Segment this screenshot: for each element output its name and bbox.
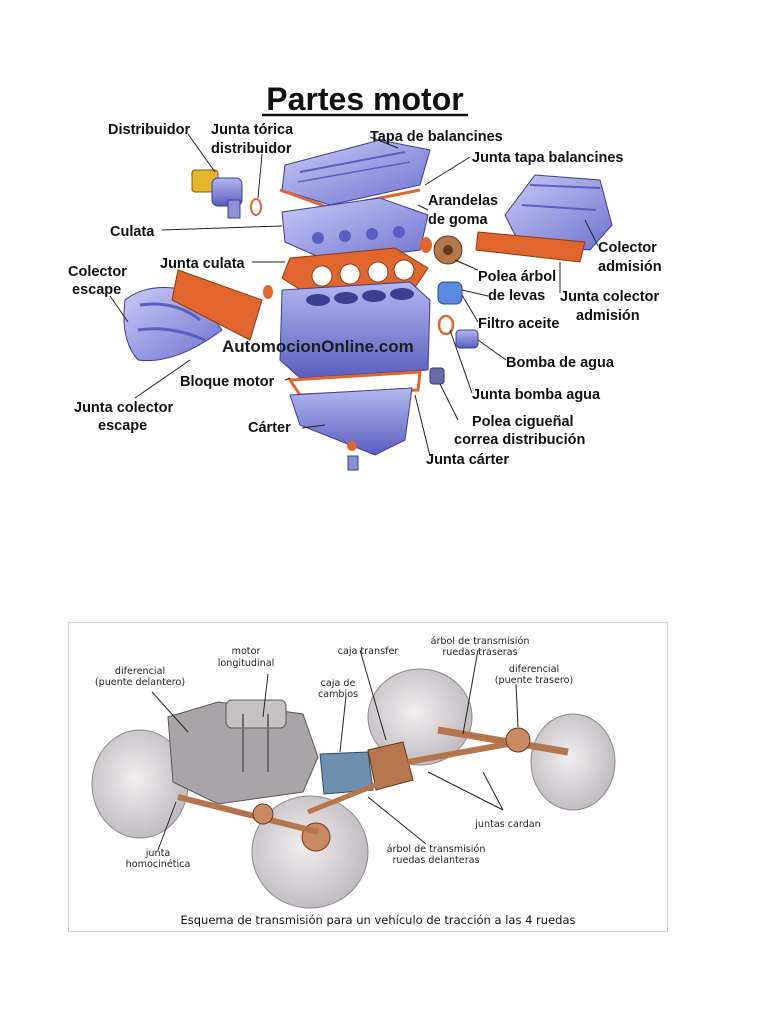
label-colector-escape-line2: escape — [72, 282, 121, 298]
rubber-washer — [263, 285, 273, 299]
label-arbol-delanteras-line2: ruedas delanteras — [392, 855, 479, 866]
label-juntas-cardan: juntas cardan — [474, 819, 541, 830]
label-polea-cigueñal-line1: Polea cigueñal — [472, 414, 574, 430]
label-arbol-traseras-line1: árbol de transmisión — [431, 635, 530, 647]
label-colector-admision-line2: admisión — [598, 259, 662, 275]
label-polea-arbol-line1: Polea árbol — [478, 269, 556, 285]
engine-parts-diagram: Partes motor AutomocionOnline.com — [68, 81, 662, 471]
drain-plug-washer — [347, 441, 357, 451]
label-arbol-traseras-line2: ruedas traseras — [442, 647, 517, 658]
drivetrain-leader-lines — [151, 649, 519, 851]
distributor-part — [191, 169, 243, 219]
label-junta-colector-escape-line1: Junta colector — [74, 400, 173, 416]
label-tapa-balancines: Tapa de balancines — [370, 129, 503, 145]
label-junta-carter: Junta cárter — [426, 452, 509, 468]
label-dif-delantero-line1: diferencial — [115, 666, 165, 677]
rear-left-wheel — [367, 668, 473, 766]
label-arbol-delanteras-line1: árbol de transmisión — [387, 843, 486, 855]
transfer-case-shape — [367, 741, 414, 791]
engine-block-part — [279, 281, 431, 379]
valve-cover-part — [281, 139, 431, 206]
label-colector-admision-line1: Colector — [598, 240, 657, 256]
label-bomba-agua: Bomba de agua — [506, 355, 615, 371]
engine-block-shape — [167, 699, 319, 805]
label-junta-torica-line1: Junta tórica — [211, 122, 294, 138]
watermark-text: AutomocionOnline.com — [222, 337, 414, 356]
label-caja-cambios-line2: cambios — [318, 689, 358, 700]
exhaust-manifold-gasket — [171, 269, 263, 341]
label-arandelas-line1: Arandelas — [428, 193, 498, 209]
label-bloque-motor: Bloque motor — [180, 374, 275, 390]
label-junta-colector-admision-line2: admisión — [576, 308, 640, 324]
engine-leader-lines — [109, 133, 599, 457]
label-caja-transfer: caja transfer — [338, 646, 399, 657]
oil-pan-part — [289, 387, 413, 456]
engine-title: Partes motor — [266, 81, 463, 117]
distributor-o-ring — [250, 198, 262, 216]
label-junta-colector-escape-line2: escape — [98, 418, 147, 434]
water-pump-gasket — [437, 314, 455, 336]
drivetrain-diagram: motor longitudinal caja transfer árbol d… — [68, 622, 668, 932]
drain-plug-part — [347, 455, 359, 471]
label-carter: Cárter — [248, 420, 291, 436]
label-arandelas-line2: de goma — [428, 212, 489, 228]
label-junta-culata: Junta culata — [160, 256, 246, 272]
label-junta-tapa-balancines: Junta tapa balancines — [472, 150, 624, 166]
oil-pan-gasket — [287, 370, 422, 397]
drive-shafts — [177, 726, 569, 835]
label-polea-arbol-line2: de levas — [488, 288, 545, 304]
label-colector-escape-line1: Colector — [68, 264, 127, 280]
label-junta-bomba-agua: Junta bomba agua — [472, 387, 601, 403]
label-motor-line1: motor — [232, 646, 261, 657]
oil-filter-part — [437, 281, 463, 305]
label-culata: Culata — [110, 224, 155, 240]
rear-right-wheel — [530, 713, 616, 811]
crankshaft-pulley-part — [429, 367, 445, 385]
intake-manifold-gasket — [475, 231, 586, 263]
gearbox-shape — [319, 751, 374, 795]
cylinder-head-part — [281, 197, 429, 263]
label-dif-delantero-line2: (puente delantero) — [95, 677, 185, 688]
label-junta-colector-admision-line1: Junta colector — [560, 289, 659, 305]
label-junta-homo-line1: junta — [145, 848, 170, 859]
label-dif-trasero-line1: diferencial — [509, 664, 559, 675]
water-pump-part — [455, 329, 479, 349]
rubber-washer-2 — [420, 237, 432, 253]
label-dif-trasero-line2: (puente trasero) — [495, 675, 573, 686]
label-junta-torica-line2: distribuidor — [211, 141, 292, 157]
label-motor-line2: longitudinal — [218, 658, 275, 669]
drivetrain-caption: Esquema de transmisión para un vehículo … — [181, 913, 576, 927]
label-polea-cigueñal-line2: correa distribución — [454, 432, 585, 448]
label-filtro-aceite: Filtro aceite — [478, 316, 559, 332]
label-distribuidor: Distribuidor — [108, 122, 191, 138]
label-junta-homo-line2: homocinética — [126, 858, 191, 870]
label-caja-cambios-line1: caja de — [321, 678, 356, 689]
